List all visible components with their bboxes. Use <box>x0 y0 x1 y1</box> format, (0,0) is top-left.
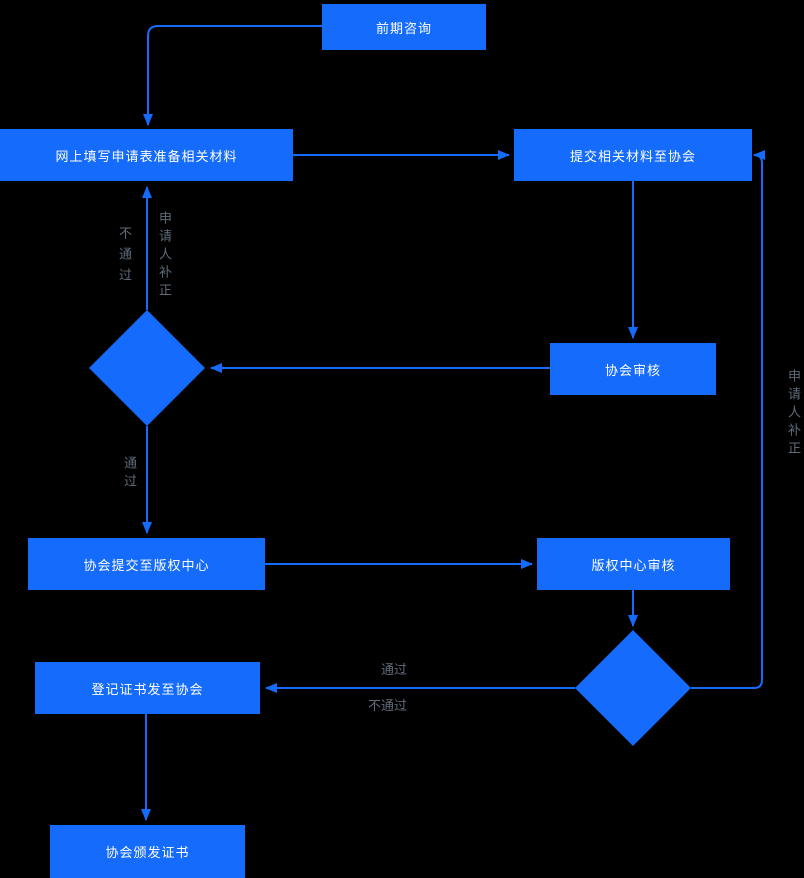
edge-consult-to-fill-form <box>143 25 322 126</box>
edge-label-assoc-applicant-fix: 申请人补正 <box>156 211 171 301</box>
node-label: 登记证书发至协会 <box>91 682 204 698</box>
edge-label-copyright-applicant-fix: 申请人补正 <box>785 369 800 459</box>
node-label: 提交相关材料至协会 <box>569 149 696 165</box>
node-label: 网上填写申请表准备相关材料 <box>55 149 238 165</box>
edge-label-assoc-pass: 通过 <box>121 456 136 492</box>
node-label: 协会颁发证书 <box>105 846 190 861</box>
decision-diamond-copyright-review <box>575 630 691 746</box>
node-issue-cert: 协会颁发证书 <box>50 825 245 878</box>
edge-label-assoc-fail: 不通过 <box>116 226 131 289</box>
node-submit-materials: 提交相关材料至协会 <box>514 129 752 181</box>
decision-diamond-assoc-review <box>89 310 205 426</box>
edge-decision-to-submit-materials <box>691 150 766 689</box>
node-label: 协会提交至版权中心 <box>83 558 210 574</box>
edge-label-copyright-pass: 通过 <box>381 663 408 678</box>
node-consult: 前期咨询 <box>322 4 486 50</box>
node-assoc-submit: 协会提交至版权中心 <box>28 538 265 590</box>
edge-label-copyright-fail: 不通过 <box>368 699 408 714</box>
node-cert-to-assoc: 登记证书发至协会 <box>35 662 260 714</box>
node-assoc-review: 协会审核 <box>550 343 716 395</box>
node-label: 版权中心审核 <box>591 558 676 574</box>
node-label: 协会审核 <box>604 363 661 379</box>
node-copyright-review: 版权中心审核 <box>537 538 730 590</box>
node-label: 前期咨询 <box>375 21 432 37</box>
node-fill-form: 网上填写申请表准备相关材料 <box>0 129 293 181</box>
